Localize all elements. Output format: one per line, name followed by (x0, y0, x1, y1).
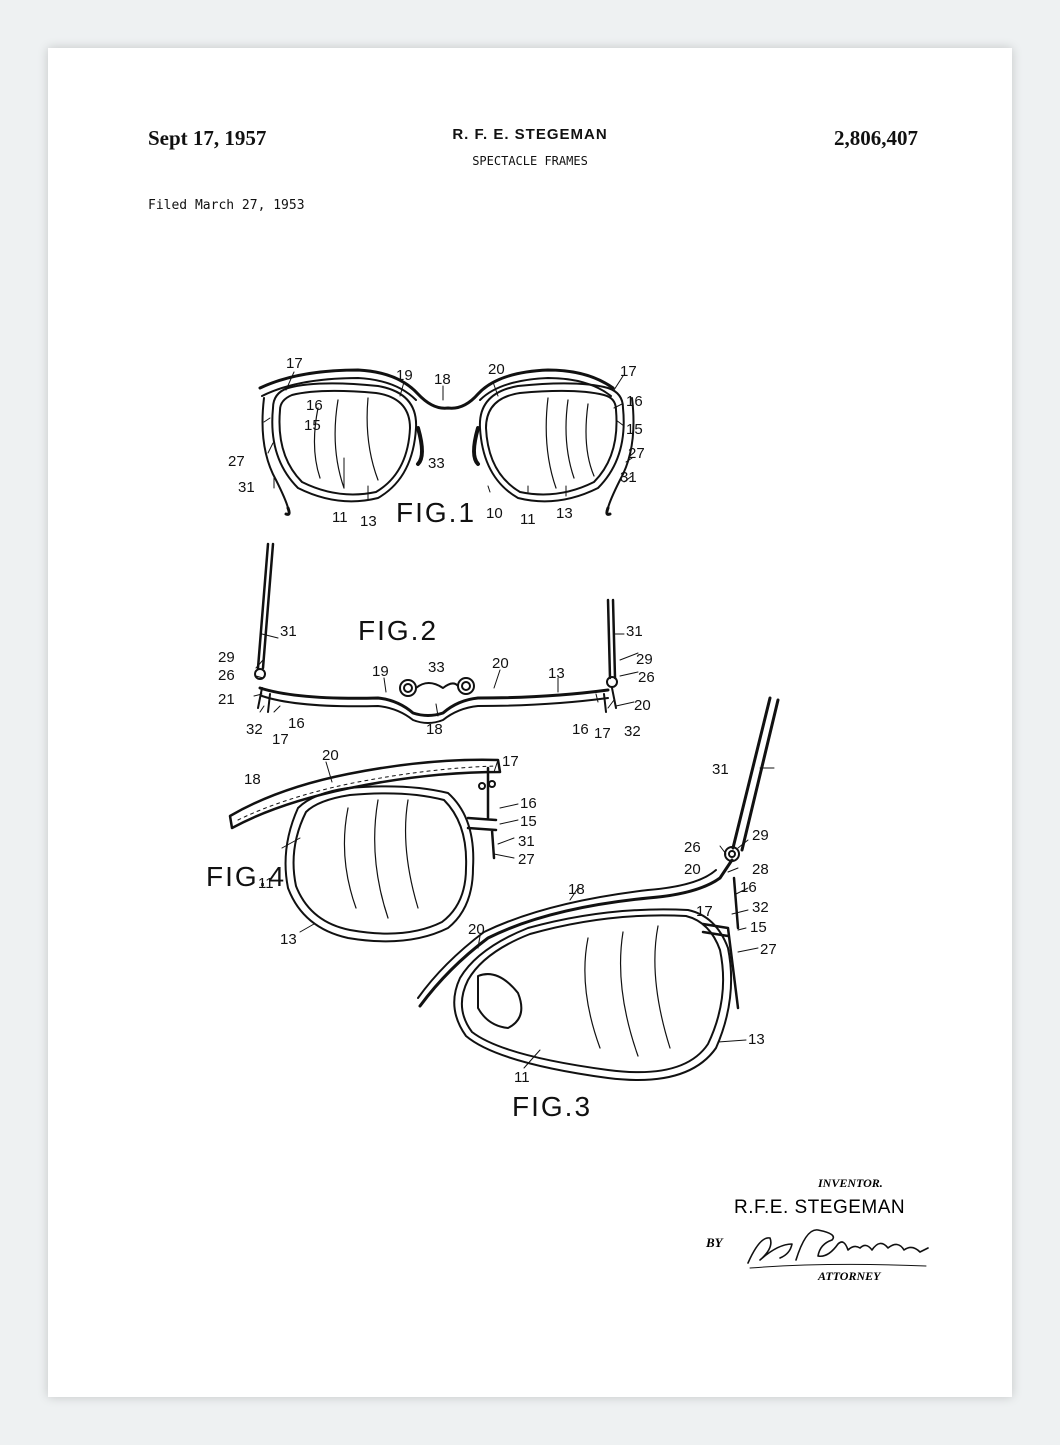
ref-14: 15 (304, 417, 321, 434)
ref-27: 27 (228, 453, 245, 470)
figure-3-drawing (417, 696, 780, 1081)
ref-29: 29 (218, 649, 235, 666)
ref-15: 16 (288, 715, 305, 732)
ref-18: 19 (396, 367, 413, 384)
ref-16: 17 (286, 355, 303, 372)
ref-11: 11 (258, 875, 274, 892)
ref-26: 26 (684, 839, 701, 856)
filed-date: Filed March 27, 1953 (148, 198, 305, 213)
figure-4-drawing (228, 758, 502, 943)
ref-13: 13 (548, 665, 565, 682)
figure-2-drawing (254, 542, 618, 724)
ref-19: 20 (322, 747, 339, 764)
figure-captions: FIG.1 FIG.2 FIG.4 FIG.3 (206, 497, 592, 1122)
leader-lines (253, 371, 775, 1069)
fig-3-caption: FIG.3 (512, 1091, 592, 1122)
ref-11: 11 (332, 509, 348, 526)
ref-13: 13 (280, 931, 297, 948)
ref-32: 32 (624, 723, 641, 740)
ref-33: 33 (428, 659, 445, 676)
figure-1-drawing (258, 368, 635, 516)
ref-18: 19 (372, 663, 389, 680)
ref-16: 17 (502, 753, 519, 770)
ref-29: 29 (752, 827, 769, 844)
ref-32: 32 (246, 721, 263, 738)
ref-11: 11 (514, 1069, 530, 1086)
attorney-caption: ATTORNEY (818, 1269, 881, 1283)
ref-14: 15 (520, 813, 537, 830)
reference-labels: 17 19 18 20 17 16 15 27 31 16 15 27 31 3… (218, 355, 777, 1086)
ref-29: 29 (636, 651, 653, 668)
ref-15: 16 (306, 397, 323, 414)
patent-number: 2,806,407 (834, 126, 918, 150)
patent-sheet: Sept 17, 1957 R. F. E. STEGEMAN SPECTACL… (48, 48, 1012, 1397)
attorney-signature (747, 1229, 929, 1269)
by-label: BY (706, 1235, 723, 1250)
ref-27: 27 (760, 941, 777, 958)
ref-33: 33 (428, 455, 445, 472)
ref-14: 15 (750, 919, 767, 936)
ref-28: 28 (752, 861, 769, 878)
ref-31: 31 (238, 479, 255, 496)
ref-27: 27 (628, 445, 645, 462)
ref-21: 20 (634, 697, 651, 714)
fig-2-caption: FIG.2 (358, 615, 438, 646)
ref-31: 31 (518, 833, 535, 850)
patent-drawing: 17 19 18 20 17 16 15 27 31 16 15 27 31 3… (206, 355, 929, 1269)
ref-17: 18 (568, 881, 585, 898)
ref-16: 17 (620, 363, 637, 380)
ref-17: 18 (426, 721, 443, 738)
ref-27: 27 (518, 851, 535, 868)
ref-16: 17 (696, 903, 713, 920)
ref-15: 16 (626, 393, 643, 410)
ref-20: 21 (218, 691, 235, 708)
inventor-caption: INVENTOR. (818, 1176, 883, 1190)
ref-31: 31 (712, 761, 729, 778)
ref-17: 18 (434, 371, 451, 388)
ref-31: 31 (620, 469, 637, 486)
ref-15: 16 (572, 721, 589, 738)
ref-32: 32 (752, 899, 769, 916)
ref-17: 18 (244, 771, 261, 788)
fig-4-caption: FIG.4 (206, 861, 286, 892)
ref-13: 13 (748, 1031, 765, 1048)
inventor-heading: R. F. E. STEGEMAN (452, 126, 608, 143)
ref-13: 13 (556, 505, 573, 522)
ref-10: 10 (486, 505, 503, 522)
patent-title: SPECTACLE FRAMES (472, 154, 588, 168)
ref-13: 13 (360, 513, 377, 530)
ref-21: 20 (684, 861, 701, 878)
ref-26: 26 (218, 667, 235, 684)
ref-15: 16 (740, 879, 757, 896)
ref-14: 15 (626, 421, 643, 438)
ref-19: 20 (468, 921, 485, 938)
ref-26: 26 (638, 669, 655, 686)
ref-31: 31 (280, 623, 297, 640)
ref-31: 31 (626, 623, 643, 640)
ref-15: 16 (520, 795, 537, 812)
patent-date: Sept 17, 1957 (148, 126, 267, 150)
fig-1-caption: FIG.1 (396, 497, 476, 528)
ref-19: 20 (488, 361, 505, 378)
ref-16: 17 (272, 731, 289, 748)
ref-11: 11 (520, 511, 536, 528)
inventor-name: R.F.E. STEGEMAN (734, 1197, 906, 1218)
ref-16: 17 (594, 725, 611, 742)
ref-19: 20 (492, 655, 509, 672)
